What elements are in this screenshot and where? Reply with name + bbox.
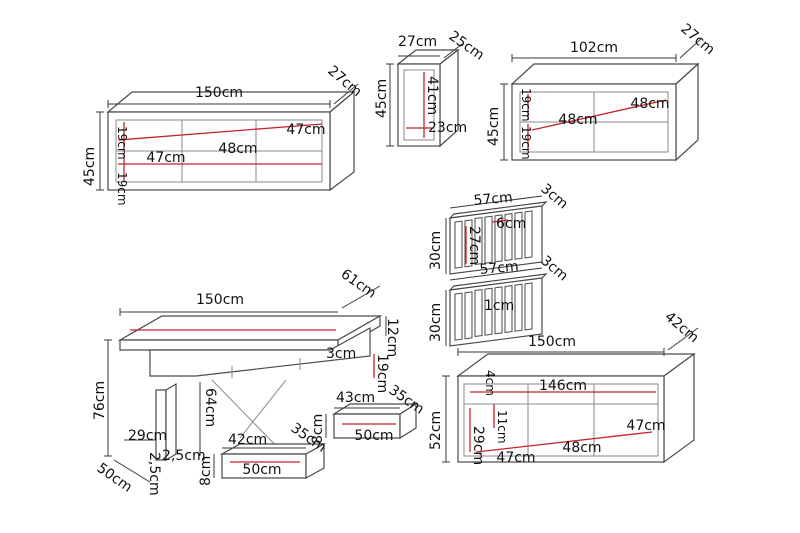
shelf-right-depth-label: 27cm	[677, 21, 717, 58]
drawer-left-inner-width-label: 50cm	[242, 462, 281, 478]
desk-top-surface	[117, 315, 383, 341]
drawer-left-height-label: 8cm	[198, 456, 214, 486]
shelf-left-top-compartment-label: 19cm	[115, 126, 129, 160]
shelf-left-compartment-3-label: 47cm	[286, 122, 325, 138]
shelf-right-compartment-2-label: 48cm	[630, 96, 669, 112]
sideboard-inner-width-label: 146cm	[539, 378, 587, 394]
cabinet-front	[397, 63, 441, 147]
sideboard-compartment-3-label: 47cm	[626, 418, 665, 434]
shelf-left-compartment-1-label: 47cm	[146, 150, 185, 166]
panel-bottom-height-label: 30cm	[428, 303, 444, 342]
shelf-left-bottom-compartment-label: 19cm	[115, 172, 129, 206]
sideboard-width-label: 150cm	[528, 334, 576, 350]
shelf-right-bottom-compartment-label: 19cm	[519, 126, 533, 160]
drawer-right-height-label: 8cm	[310, 414, 326, 444]
panel-top-slat-height-label: 27cm	[466, 226, 482, 265]
sideboard-drawer-height-label: 11cm	[495, 410, 509, 444]
sideboard-compartment-1-label: 47cm	[496, 450, 535, 466]
panel-bottom-gap-label: 1cm	[484, 298, 514, 314]
sideboard: 150cm 42cm 52cm 4cm 146cm 29cm 11cm 47cm…	[428, 309, 702, 466]
desk-drawer-height-label: 19cm	[374, 354, 390, 393]
cabinet-inner-width-label: 23cm	[428, 120, 467, 136]
desk-width-label: 150cm	[196, 292, 244, 308]
shelf-right-width-label: 102cm	[570, 40, 618, 56]
sideboard-front	[457, 375, 665, 463]
drawer-left-side	[305, 442, 325, 480]
drawer-right-side	[399, 402, 417, 440]
drawer-right-width-label: 43cm	[336, 390, 375, 406]
cabinet-height-label: 45cm	[374, 79, 390, 118]
desk-leg-thickness-b-label: 2,5cm	[146, 452, 162, 496]
shelf-right-compartment-1-label: 48cm	[558, 112, 597, 128]
desk-drawer-gap-label: 3cm	[326, 346, 356, 362]
panel-top-slat-width-label: 6cm	[496, 216, 526, 232]
drawer-left-width-label: 42cm	[228, 432, 267, 448]
shelf-left-width-label: 150cm	[195, 85, 243, 101]
panel-top-width-label: 57cm	[473, 190, 513, 209]
panel-top-height-label: 30cm	[428, 231, 444, 270]
desk-depth-label: 61cm	[338, 266, 379, 302]
desk-drawer-box	[149, 326, 371, 377]
desk-leg-thickness-a-label: 2,5cm	[162, 448, 206, 464]
shelf-left: 150cm 27cm 45cm 19cm 19cm 47cm 48cm 47cm	[82, 63, 365, 206]
shelf-right-top-compartment-label: 19cm	[519, 88, 533, 122]
sideboard-height-label: 52cm	[428, 411, 444, 450]
desk-top-front-edge	[119, 339, 339, 351]
sideboard-compartment-2-label: 48cm	[562, 440, 601, 456]
panel-bottom-width-label: 57cm	[479, 259, 519, 278]
cabinet-width-label: 27cm	[398, 34, 437, 50]
shelf-right-top	[510, 63, 700, 85]
shelf-left-height-label: 45cm	[82, 147, 98, 186]
desk-height-label: 76cm	[92, 381, 108, 420]
shelf-left-compartment-2-label: 48cm	[218, 141, 257, 157]
cabinet-inner-height-label: 41cm	[424, 76, 440, 115]
drawer-right-inner-width-label: 50cm	[354, 428, 393, 444]
desk-leg-depth-label: 29cm	[128, 428, 167, 444]
sideboard-inner-height-label: 29cm	[470, 426, 486, 465]
panel-top-slats	[454, 210, 533, 269]
desk: 150cm 61cm 12cm 76cm 64cm 3cm 19cm 29cm …	[92, 266, 400, 496]
shelf-right: 102cm 27cm 45cm 19cm 19cm 48cm 48cm	[486, 21, 718, 162]
drawer-right: 43cm 35cm 8cm 50cm	[310, 382, 427, 444]
desk-base-depth-label: 50cm	[94, 460, 135, 496]
shelf-right-height-label: 45cm	[486, 107, 502, 146]
sideboard-top-thickness-label: 4cm	[483, 370, 497, 396]
panel-top: 57cm 3cm 30cm 6cm 27cm	[428, 181, 571, 275]
cabinet-small: 27cm 25cm 45cm 41cm 23cm	[374, 28, 487, 148]
panel-bottom-slats	[454, 282, 533, 341]
desk-top-thickness-label: 12cm	[384, 318, 400, 357]
desk-inner-height-label: 64cm	[202, 388, 218, 427]
panel-bottom: 57cm 3cm 30cm 1cm	[428, 253, 571, 347]
